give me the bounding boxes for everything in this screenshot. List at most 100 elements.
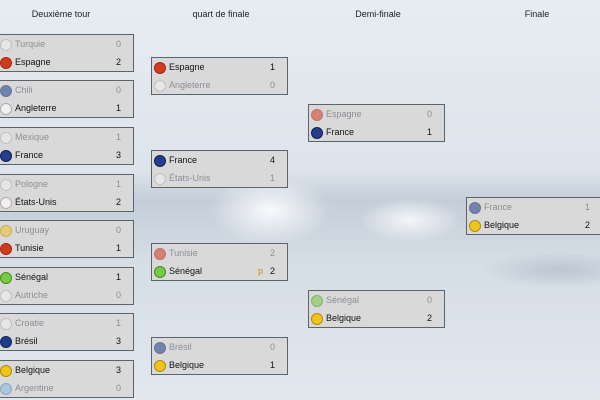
team-name: Espagne: [15, 57, 51, 67]
team-row: Espagne 0: [309, 106, 444, 124]
usa-flag-icon: [154, 173, 166, 185]
team-name: France: [169, 155, 198, 165]
score: 0: [115, 383, 121, 393]
team-name: Tunisie: [15, 243, 44, 253]
score: 1: [115, 318, 121, 328]
team-row: Brésil 0: [152, 339, 287, 357]
team-name: Brésil: [169, 342, 192, 352]
austria-flag-icon: [0, 290, 12, 302]
team-name: Argentine: [15, 383, 54, 393]
team-name: France: [15, 150, 44, 160]
score: 4: [269, 155, 275, 165]
score: 2: [426, 313, 432, 323]
team-row: Turquie 0: [0, 36, 133, 54]
turkey-flag-icon: [0, 39, 12, 51]
belgium-flag-icon: [311, 313, 323, 325]
team-row: États-Unis 1: [152, 170, 287, 188]
team-name: Belgique: [326, 313, 362, 323]
france-flag-icon: [311, 127, 323, 139]
team-name: Espagne: [326, 109, 362, 119]
score: 0: [115, 85, 121, 95]
score: 3: [115, 365, 121, 375]
round-title-quarter-finals: quart de finale: [192, 9, 250, 19]
team-name: Belgique: [484, 220, 520, 230]
team-name: Mexique: [15, 132, 50, 142]
france-flag-icon: [0, 150, 12, 162]
senegal-flag-icon: [0, 272, 12, 284]
team-name: Sénégal: [326, 295, 360, 305]
croatia-flag-icon: [0, 318, 12, 330]
chile-flag-icon: [0, 85, 12, 97]
senegal-flag-icon: [154, 266, 166, 278]
team-name: Croatie: [15, 318, 45, 328]
team-name: Pologne: [15, 179, 49, 189]
team-name: Chili: [15, 85, 33, 95]
team-row: Sénégal 1: [0, 269, 133, 287]
team-name: Angleterre: [169, 80, 211, 90]
team-row: Argentine 0: [0, 380, 133, 398]
team-name: Sénégal: [15, 272, 49, 282]
tunisia-flag-icon: [0, 243, 12, 255]
tunisia-flag-icon: [154, 248, 166, 260]
team-name: Belgique: [15, 365, 51, 375]
team-row: Belgique 2: [309, 310, 444, 328]
brazil-flag-icon: [0, 336, 12, 348]
team-row: Tunisie 2: [152, 245, 287, 263]
score: 0: [426, 109, 432, 119]
score: 1: [115, 272, 121, 282]
score: 2: [269, 248, 275, 258]
score: 1: [115, 132, 121, 142]
score: 0: [269, 80, 275, 90]
team-row: Pologne 1: [0, 176, 133, 194]
usa-flag-icon: [0, 197, 12, 209]
team-name: États-Unis: [169, 173, 211, 183]
poland-flag-icon: [0, 179, 12, 191]
belgium-flag-icon: [0, 365, 12, 377]
score: 0: [115, 225, 121, 235]
belgium-flag-icon: [154, 360, 166, 372]
score: 1: [426, 127, 432, 137]
team-name: Tunisie: [169, 248, 198, 258]
team-name: Turquie: [15, 39, 46, 49]
team-row: Belgique 3: [0, 362, 133, 380]
score: 0: [426, 295, 432, 305]
spain-flag-icon: [0, 57, 12, 69]
score: 0: [269, 342, 275, 352]
mexico-flag-icon: [0, 132, 12, 144]
score: 1: [269, 360, 275, 370]
score: 1: [115, 179, 121, 189]
team-row: Chili 0: [0, 82, 133, 100]
england-flag-icon: [154, 80, 166, 92]
spain-flag-icon: [311, 109, 323, 121]
score: 1: [115, 243, 121, 253]
argentina-flag-icon: [0, 383, 12, 395]
score: 1: [269, 62, 275, 72]
score: 0: [115, 39, 121, 49]
team-name: Sénégal: [169, 266, 203, 276]
score: 1: [269, 173, 275, 183]
